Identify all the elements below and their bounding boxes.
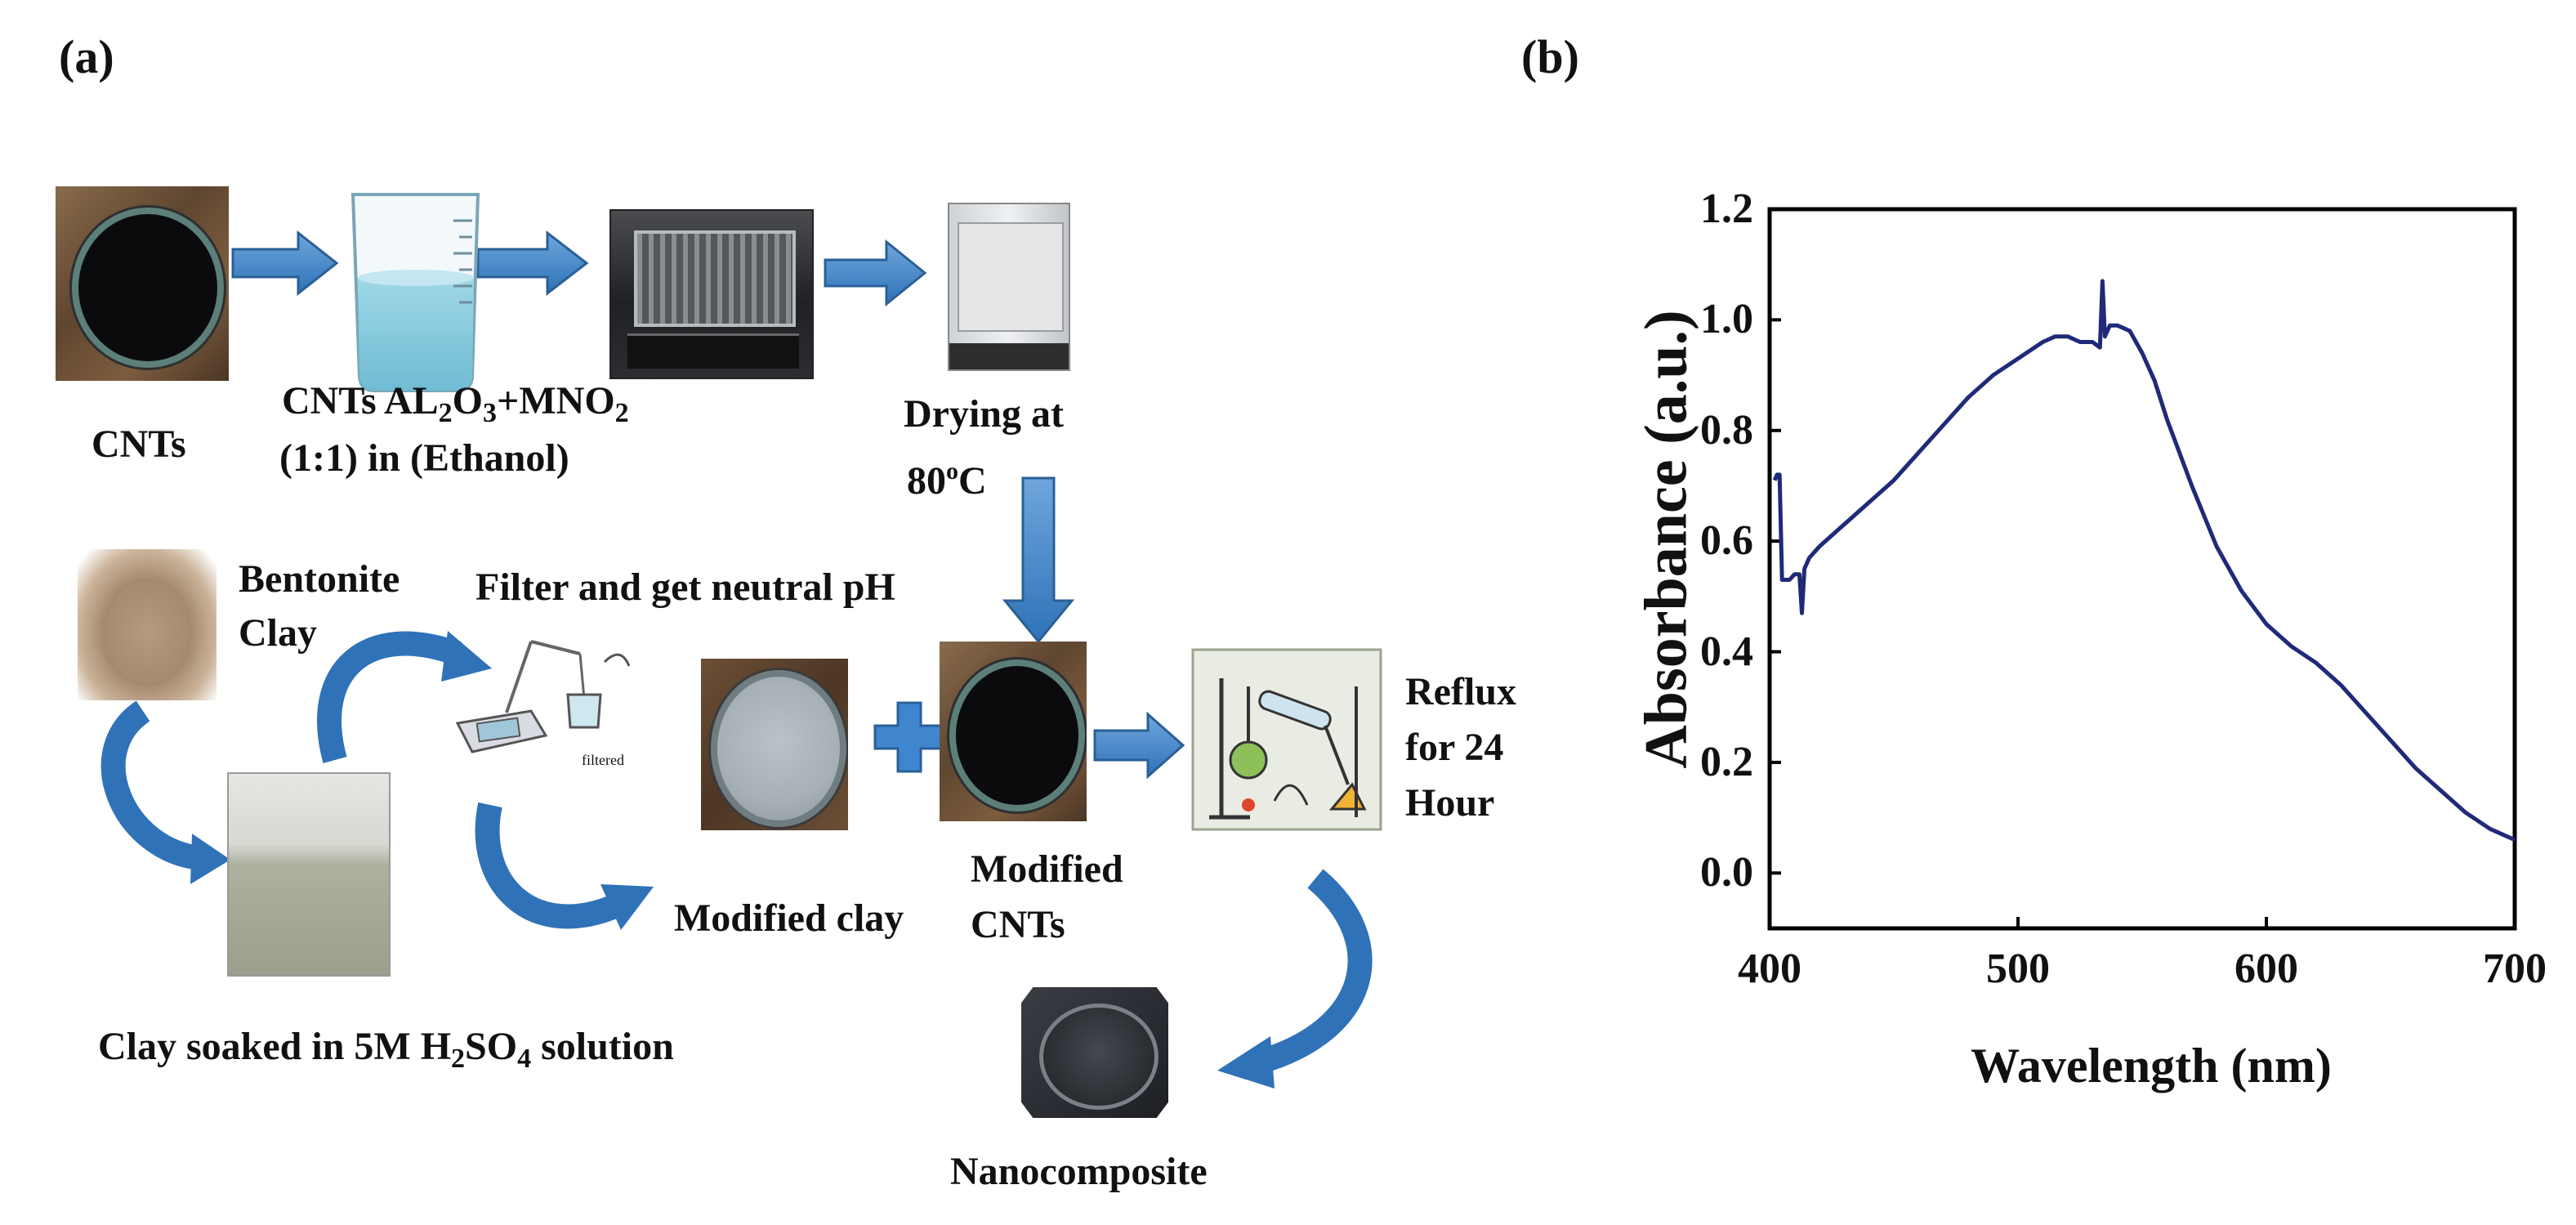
arrow-right-1 <box>231 230 339 297</box>
drying-label-line1: Drying at <box>904 392 1064 436</box>
modified-cnts-label-line2: CNTs <box>971 903 1065 946</box>
absorbance-series-line <box>1772 279 2516 842</box>
arrow-right-4 <box>1093 711 1185 780</box>
arrow-down <box>1002 476 1075 644</box>
curved-arrow-clay-to-jar <box>100 700 230 884</box>
y-tick-label: 1.2 <box>1700 186 1753 232</box>
ph-meter-caption: filtered <box>582 752 624 768</box>
y-tick-label: 0.8 <box>1700 406 1753 454</box>
panel-b-label: (b) <box>1521 30 1579 83</box>
soaked-clay-jar-photo <box>227 772 391 977</box>
nanocomposite-label: Nanocomposite <box>950 1150 1208 1193</box>
arrow-right-2 <box>476 230 589 297</box>
nanocomposite-dish <box>1039 1004 1159 1110</box>
reflux-label-line3: Hour <box>1405 781 1495 825</box>
cnts-dish <box>72 208 224 368</box>
ultrasonic-panel <box>627 333 799 369</box>
axis-ticks <box>1768 208 2516 928</box>
drying-label-line2: 80oC <box>907 458 987 503</box>
x-tick-label: 400 <box>1738 946 1801 992</box>
x-tick-label: 700 <box>2483 946 2547 992</box>
cnts-label: CNTs <box>92 422 186 466</box>
curved-arrow-reflux-to-nanocomposite <box>1217 869 1373 1089</box>
curved-arrow-jar-to-filter <box>317 631 492 763</box>
modified-cnts-photo <box>940 642 1087 821</box>
arrow-right-3 <box>824 239 927 307</box>
mixture-label-line2: (1:1) in (Ethanol) <box>279 436 569 480</box>
ph-meter-image <box>455 640 631 753</box>
modified-cnts-label-line1: Modified <box>971 847 1123 891</box>
x-tick-label: 500 <box>1986 946 2050 992</box>
modified-clay-dish <box>711 670 846 827</box>
panel-a-label: (a) <box>59 30 114 83</box>
x-axis-title: Wavelength (nm) <box>1971 1039 2332 1093</box>
y-tick-label: 0.4 <box>1700 628 1753 675</box>
x-tick-label: 600 <box>2234 946 2298 992</box>
reflux-label-line1: Reflux <box>1405 670 1516 713</box>
oven-control-panel <box>949 343 1069 369</box>
mixture-label-line1: CNTs AL2O3+MNO2 <box>282 379 629 428</box>
beaker-icon <box>350 193 480 392</box>
y-tick-label: 1.0 <box>1700 296 1753 343</box>
y-tick-label: 0.0 <box>1700 849 1753 896</box>
bentonite-label-line2: Clay <box>239 611 317 655</box>
reflux-apparatus-image <box>1191 648 1382 831</box>
oven-photo <box>948 203 1070 371</box>
modified-cnts-dish <box>949 659 1085 811</box>
curved-arrow-filter-to-clay <box>475 802 654 930</box>
bentonite-clay-photo <box>78 549 217 700</box>
bentonite-label-line1: Bentonite <box>239 557 400 601</box>
modified-clay-photo <box>701 659 848 830</box>
y-axis-title: Absorbance (a.u.) <box>1632 310 1700 769</box>
y-tick-label: 0.2 <box>1700 738 1753 785</box>
ultrasonic-bath-photo <box>609 209 814 379</box>
modified-clay-label: Modified clay <box>674 896 904 940</box>
plot-frame <box>1767 207 2517 931</box>
cnts-photo <box>56 186 229 381</box>
filter-label: Filter and get neutral pH <box>475 566 895 609</box>
oven-door <box>958 222 1064 332</box>
ultrasonic-basket <box>634 230 796 327</box>
y-tick-label: 0.6 <box>1700 517 1753 565</box>
soaked-clay-label: Clay soaked in 5M H2SO4 solution <box>98 1025 674 1074</box>
reflux-label-line2: for 24 <box>1405 726 1504 769</box>
nanocomposite-photo <box>1021 987 1168 1118</box>
